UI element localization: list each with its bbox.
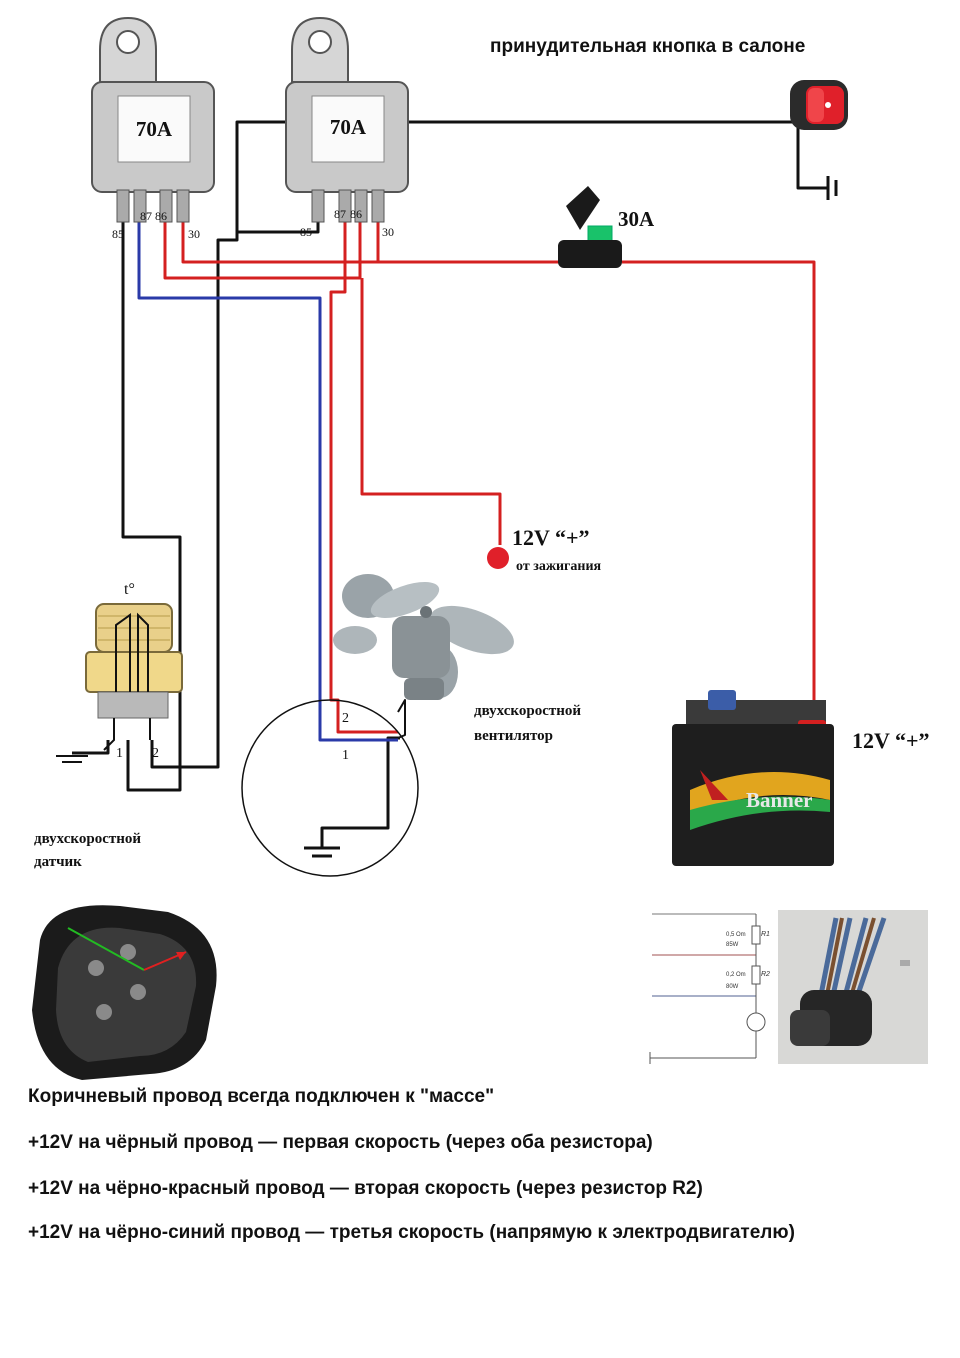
fan-terminal-2: 2 [342,711,349,726]
note-third-speed: +12V на чёрно-синий провод — третья скор… [28,1222,795,1243]
wire-red-relay2-ignition [360,278,502,545]
relay-2-pin-86: 86 [350,207,362,221]
r2-power: 80W [726,984,739,990]
battery-brand: Banner [746,788,813,812]
wire-red-relay1-86 [163,222,362,280]
note-first-speed: +12V на чёрный провод — первая скорость … [28,1132,653,1153]
r1-id: R1 [761,931,770,938]
battery-icon: Banner [672,690,834,866]
relay-2: 70A 85 87 86 30 [285,16,409,239]
fan-label-line2: вентилятор [474,728,553,744]
connector-photo [32,905,217,1080]
relay-2-pin-87: 87 [334,207,346,221]
fan-terminal-1: 1 [342,748,349,763]
wire-black-relay2-coil-sensor [150,120,290,769]
ignition-terminal-icon [487,547,509,569]
wire-blue-relay1-87-fan1 [137,222,398,742]
relay-1: 70A 85 87 86 30 [91,16,215,241]
note-brown-wire-ground: Коричневый провод всегда подключен к "ма… [28,1086,495,1107]
fan-connection-circle [241,699,419,877]
button-caption: принудительная кнопка в салоне [490,36,805,57]
relay-1-rating: 70A [136,117,173,141]
r1-value: 0,5 Om [726,932,746,938]
relay-1-pin-30: 30 [188,227,200,241]
wire-red-fuse-battery [622,260,816,722]
resistor-photo [778,910,928,1064]
wire-red-relay2-87-fan2 [329,222,398,734]
r1-power: 85W [726,942,739,948]
sensor-label-line1: двухскоростной [34,831,141,847]
wire-black-fan-ground [320,736,400,848]
relay-2-pin-85: 85 [300,225,312,239]
sensor-temperature-symbol: t° [124,581,135,598]
relay-2-rating: 70A [330,115,367,139]
r2-id: R2 [761,971,770,978]
sensor-label-line2: датчик [34,854,82,870]
ignition-source: от зажигания [516,559,602,574]
switch-ground-icon [826,176,838,200]
sensor-terminal-2: 2 [152,746,159,761]
fan-icon [333,574,514,700]
temperature-sensor [85,603,183,751]
r2-value: 0,2 Om [726,972,746,978]
fan-ground-icon [304,846,340,858]
fan-label-line1: двухскоростной [474,703,581,719]
resistor-schematic [649,913,766,1064]
sensor-terminal-1: 1 [116,746,123,761]
relay-1-pin-86: 86 [155,209,167,223]
battery-voltage: 12V “+” [852,728,930,753]
ignition-voltage: 12V “+” [512,525,590,550]
wire-black-switch-ground [796,122,828,190]
wire-black-relay2-85 [237,222,320,234]
fuse-rating: 30A [618,207,655,231]
note-second-speed: +12V на чёрно-красный провод — вторая ск… [28,1178,703,1199]
sensor-ground-icon [56,755,88,763]
relay-2-pin-30: 30 [382,225,394,239]
fuse: 30A [558,186,655,268]
cabin-switch [790,80,848,130]
wire-red-relay1-30-fuse [181,222,560,264]
relay-1-pin-87: 87 [140,209,152,223]
wire-black-sensor-ground [72,740,110,755]
relay-1-pin-85: 85 [112,227,124,241]
